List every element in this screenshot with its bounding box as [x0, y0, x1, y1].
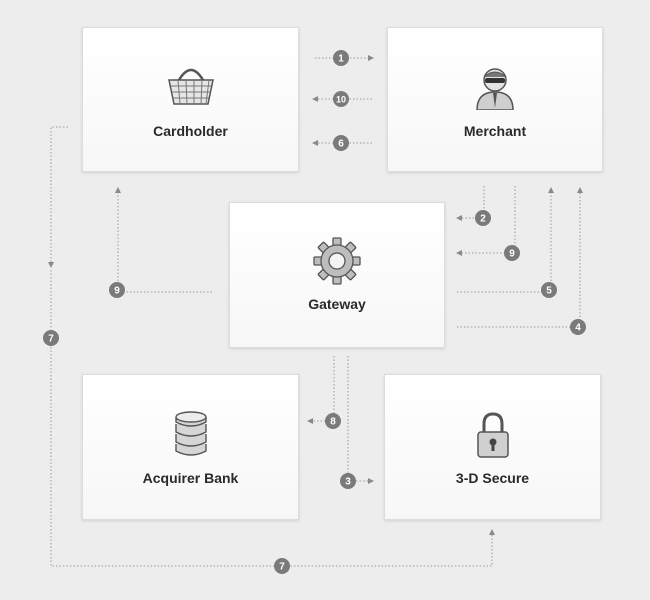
flow-line-7-loop [50, 270, 495, 567]
merchant-label: Merchant [463, 123, 527, 139]
step-badge-3 [340, 473, 356, 489]
step-badge-2 [475, 210, 491, 226]
step-number-6: 6 [338, 139, 344, 150]
shopping-basket-icon [167, 68, 214, 105]
acquirer-bank-label: Acquirer Bank [142, 470, 239, 486]
merchant-person-icon [476, 68, 514, 110]
gateway-label: Gateway [308, 296, 366, 312]
step-badge-9-left [109, 282, 125, 298]
step-number-4: 4 [575, 323, 581, 334]
cardholder-node: Cardholder [82, 27, 299, 172]
merchant-node: Merchant [387, 27, 603, 172]
step-number-2: 2 [480, 214, 486, 225]
step-number-3: 3 [345, 477, 351, 488]
step-badge-7-bottom [274, 558, 290, 574]
cardholder-label: Cardholder [153, 123, 228, 139]
step-badge-7-left [43, 330, 59, 346]
step-number-5: 5 [546, 286, 552, 297]
step-badge-5 [541, 282, 557, 298]
gateway-node: Gateway [229, 202, 445, 348]
step-number-7-left: 7 [48, 334, 54, 345]
padlock-icon [476, 412, 509, 458]
step-number-10: 10 [336, 95, 346, 105]
flow-line-9-left [115, 187, 212, 293]
step-number-8: 8 [330, 417, 336, 428]
flow-line-5 [457, 187, 554, 293]
gear-icon [313, 237, 361, 285]
step-number-1: 1 [338, 54, 344, 65]
3d-secure-node: 3-D Secure [384, 374, 601, 520]
step-number-7-bottom: 7 [279, 562, 285, 573]
step-badge-9-right [504, 245, 520, 261]
step-number-9-left: 9 [114, 286, 120, 297]
database-stack-icon [174, 411, 207, 456]
step-badge-6 [333, 135, 349, 151]
flow-line-3 [347, 356, 374, 484]
step-badge-10 [333, 91, 349, 107]
step-badge-4 [570, 319, 586, 335]
flow-line-8 [307, 356, 335, 424]
step-badge-1 [333, 50, 349, 66]
step-number-9-right: 9 [509, 249, 515, 260]
flow-line-7-vertical [48, 126, 68, 268]
3d-secure-label: 3-D Secure [455, 470, 530, 486]
step-badge-8 [325, 413, 341, 429]
acquirer-bank-node: Acquirer Bank [82, 374, 299, 520]
